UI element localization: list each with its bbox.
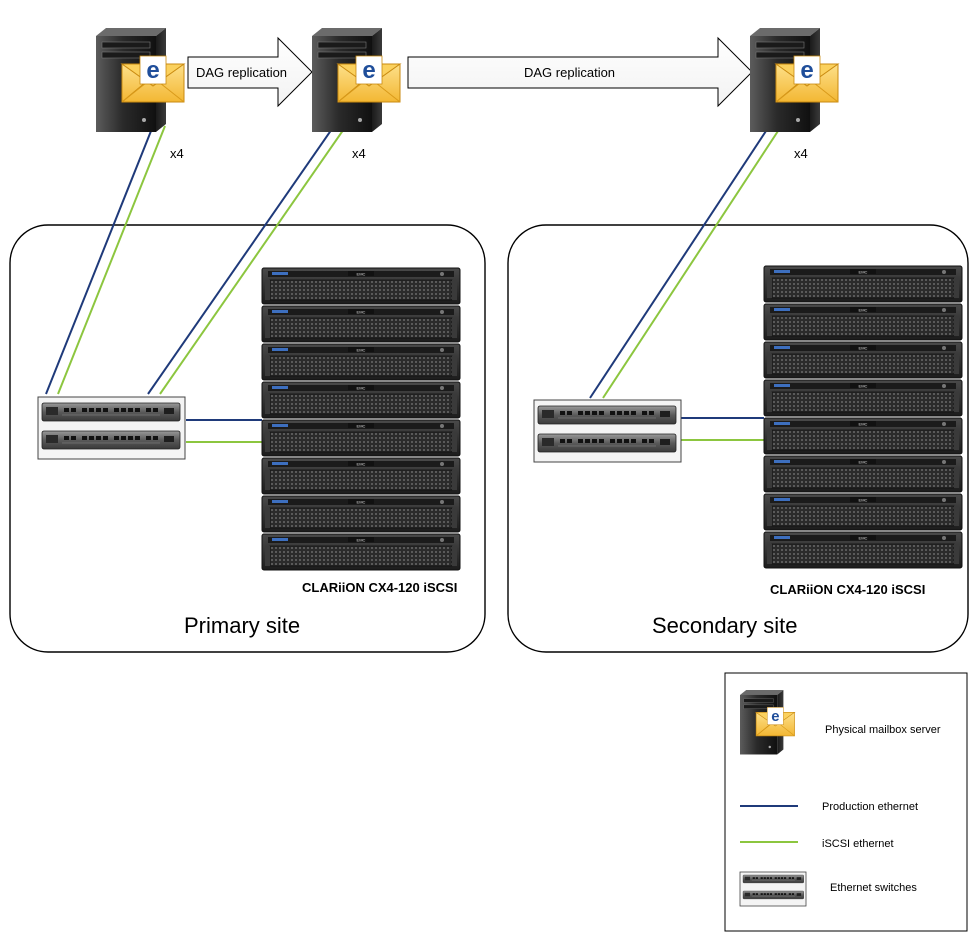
legend: Physical mailbox server Production ether… <box>724 672 968 932</box>
server-multiplier: x4 <box>794 146 808 161</box>
server-multiplier: x4 <box>352 146 366 161</box>
mailbox-server-icon <box>311 27 401 133</box>
iscsi-ethernet-links <box>57 125 781 443</box>
ethernet-switches-icon <box>533 399 682 463</box>
ethernet-switches-icon <box>37 396 186 460</box>
secondary-site-title: Secondary site <box>652 613 798 638</box>
primary-storage-label: CLARiiON CX4-120 iSCSI <box>302 580 457 595</box>
secondary-storage-label: CLARiiON CX4-120 iSCSI <box>770 582 925 597</box>
legend-production-label: Production ethernet <box>822 801 918 813</box>
legend-switches-icon <box>739 871 807 907</box>
mailbox-server-icon <box>95 27 185 133</box>
dag-replication-arrow-1: DAG replication <box>187 36 313 108</box>
dag-replication-arrow-2: DAG replication <box>407 36 753 108</box>
primary-site-title: Primary site <box>184 613 300 638</box>
server-multiplier: x4 <box>170 146 184 161</box>
legend-mailbox-server-label: Physical mailbox server <box>825 724 941 736</box>
legend-iscsi-label: iSCSI ethernet <box>822 838 894 850</box>
mailbox-server-icon <box>749 27 839 133</box>
dag-replication-label-2: DAG replication <box>524 65 615 80</box>
legend-switches-label: Ethernet switches <box>830 882 917 894</box>
production-ethernet-links <box>45 125 769 421</box>
dag-replication-label-1: DAG replication <box>196 65 287 80</box>
